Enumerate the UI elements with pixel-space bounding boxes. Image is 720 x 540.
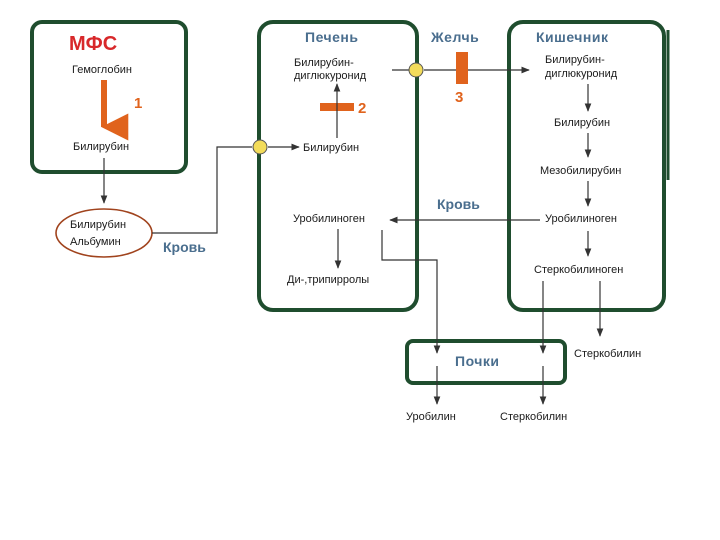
intestine-stercobilinogen-label: Стеркобилиноген	[534, 264, 623, 276]
liver-glucuronide-line2: диглюкуронид	[294, 70, 367, 82]
step1-number: 1	[134, 95, 142, 112]
blood-right-label: Кровь	[437, 196, 480, 212]
intestine-urobilinogen-label: Уробилиноген	[545, 213, 617, 225]
liver-bilirubin-label: Билирубин	[303, 142, 359, 154]
liver-box	[257, 20, 419, 312]
bilirubin-albumin-ellipse	[55, 208, 153, 258]
complex-to-liver-line	[152, 146, 252, 234]
mfs-bilirubin-label: Билирубин	[73, 141, 129, 153]
step3-number: 3	[455, 89, 463, 106]
intestine-box	[507, 20, 666, 312]
complex-albumin-label: Альбумин	[70, 236, 121, 248]
uptake-node	[252, 139, 268, 155]
kidneys-box	[405, 339, 567, 385]
step3-bar	[456, 52, 468, 84]
liver-urobilinogen-label: Уробилиноген	[293, 213, 365, 225]
intestine-bilirubin-label: Билирубин	[554, 117, 610, 129]
mfs-hemoglobin-label: Гемоглобин	[72, 64, 132, 76]
stercobilin-side-label: Стеркобилин	[574, 348, 641, 360]
mfs-title: МФС	[69, 33, 117, 55]
complex-bilirubin-label: Билирубин	[70, 219, 126, 231]
intestine-mesobilirubin-label: Мезобилирубин	[540, 165, 621, 177]
liver-glucuronide-line1: Билирубин-	[294, 57, 354, 69]
intestine-glucuronide-line2: диглюкуронид	[545, 68, 618, 80]
urobilinogen-to-kidneys-arrow	[381, 230, 441, 354]
bile-label: Желчь	[430, 29, 479, 45]
blood-left-label: Кровь	[163, 239, 206, 255]
step2-number: 2	[358, 100, 366, 117]
liver-title: Печень	[305, 29, 358, 45]
liver-dipyrroles-label: Ди-,трипирролы	[287, 274, 369, 286]
urobilin-output-label: Уробилин	[406, 411, 456, 423]
excretion-node	[408, 62, 424, 78]
mfs-box	[30, 20, 188, 174]
kidneys-title: Почки	[455, 353, 500, 369]
intestine-title: Кишечник	[536, 29, 609, 45]
intestine-glucuronide-line1: Билирубин-	[545, 54, 605, 66]
stercobilin-output-label: Стеркобилин	[500, 411, 567, 423]
